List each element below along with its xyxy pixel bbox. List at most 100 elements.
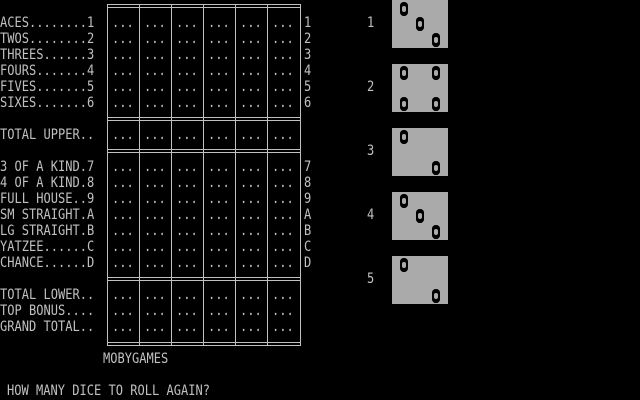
score-cell: ... — [112, 127, 134, 143]
die-pip — [432, 161, 440, 175]
die-pip — [416, 209, 424, 223]
score-cell: ... — [272, 127, 294, 143]
score-cell: ... — [208, 255, 230, 271]
die-face[interactable] — [392, 128, 448, 176]
score-cell: ... — [240, 191, 262, 207]
score-cell: ... — [240, 287, 262, 303]
score-cell: ... — [176, 159, 198, 175]
category-code: A — [304, 207, 312, 223]
score-category-label: FIVES.......5 — [0, 79, 95, 95]
score-category-label: FOURS.......4 — [0, 63, 95, 79]
die-number: 2 — [367, 79, 375, 95]
score-cell: ... — [272, 287, 294, 303]
score-cell: ... — [144, 15, 166, 31]
score-cell: ... — [240, 223, 262, 239]
score-cell: ... — [176, 127, 198, 143]
category-code: 3 — [304, 47, 312, 63]
score-cell: ... — [176, 63, 198, 79]
score-cell: ... — [144, 207, 166, 223]
die-number: 3 — [367, 143, 375, 159]
score-category-label: SM STRAIGHT.A — [0, 207, 95, 223]
score-cell: ... — [144, 63, 166, 79]
score-cell: ... — [176, 255, 198, 271]
score-cell: ... — [144, 127, 166, 143]
score-cell: ... — [112, 175, 134, 191]
score-cell: ... — [208, 239, 230, 255]
die-pip — [400, 2, 408, 16]
score-cell: ... — [272, 159, 294, 175]
score-cell: ... — [272, 15, 294, 31]
score-cell: ... — [208, 159, 230, 175]
score-cell: ... — [144, 31, 166, 47]
score-cell: ... — [208, 63, 230, 79]
score-cell: ... — [176, 319, 198, 335]
die-pip — [416, 17, 424, 31]
score-cell: ... — [112, 15, 134, 31]
score-category-label: FULL HOUSE..9 — [0, 191, 95, 207]
score-cell: ... — [144, 159, 166, 175]
die-face[interactable] — [392, 256, 448, 304]
score-cell: ... — [112, 303, 134, 319]
score-cell: ... — [176, 223, 198, 239]
score-cell: ... — [144, 223, 166, 239]
score-cell: ... — [240, 175, 262, 191]
score-cell: ... — [208, 79, 230, 95]
die-pip — [432, 97, 440, 111]
die-pip — [400, 97, 408, 111]
score-cell: ... — [272, 47, 294, 63]
score-cell: ... — [176, 239, 198, 255]
score-cell: ... — [272, 255, 294, 271]
die-number: 5 — [367, 271, 375, 287]
score-cell: ... — [112, 239, 134, 255]
die-face[interactable] — [392, 192, 448, 240]
score-cell: ... — [208, 223, 230, 239]
category-code: 2 — [304, 31, 312, 47]
score-cell: ... — [240, 127, 262, 143]
score-cell: ... — [144, 239, 166, 255]
score-cell: ... — [240, 79, 262, 95]
score-cell: ... — [240, 95, 262, 111]
score-cell: ... — [208, 319, 230, 335]
score-cell: ... — [240, 15, 262, 31]
category-code: B — [304, 223, 312, 239]
footer-label: MOBYGAMES — [103, 351, 169, 367]
score-cell: ... — [240, 239, 262, 255]
score-cell: ... — [112, 47, 134, 63]
die-pip — [400, 130, 408, 144]
score-cell: ... — [176, 95, 198, 111]
score-cell: ... — [272, 207, 294, 223]
score-cell: ... — [112, 31, 134, 47]
category-code: C — [304, 239, 312, 255]
score-cell: ... — [208, 191, 230, 207]
score-category-label: 3 OF A KIND.7 — [0, 159, 95, 175]
score-cell: ... — [208, 15, 230, 31]
score-cell: ... — [144, 287, 166, 303]
score-cell: ... — [208, 175, 230, 191]
die-number: 1 — [367, 15, 375, 31]
score-cell: ... — [272, 191, 294, 207]
score-cell: ... — [176, 207, 198, 223]
category-code: 4 — [304, 63, 312, 79]
die-face[interactable] — [392, 64, 448, 112]
score-cell: ... — [208, 95, 230, 111]
score-cell: ... — [144, 175, 166, 191]
score-cell: ... — [272, 319, 294, 335]
die-pip — [432, 225, 440, 239]
score-cell: ... — [208, 31, 230, 47]
score-cell: ... — [208, 303, 230, 319]
score-cell: ... — [240, 207, 262, 223]
score-cell: ... — [112, 223, 134, 239]
die-pip — [432, 66, 440, 80]
score-cell: ... — [144, 255, 166, 271]
score-cell: ... — [272, 303, 294, 319]
score-cell: ... — [144, 95, 166, 111]
score-category-label: TOP BONUS.... — [0, 303, 95, 319]
category-code: 5 — [304, 79, 312, 95]
die-number: 4 — [367, 207, 375, 223]
score-cell: ... — [272, 223, 294, 239]
score-cell: ... — [112, 287, 134, 303]
score-cell: ... — [272, 95, 294, 111]
die-face[interactable] — [392, 0, 448, 48]
score-category-label: ACES........1 — [0, 15, 95, 31]
score-cell: ... — [240, 255, 262, 271]
